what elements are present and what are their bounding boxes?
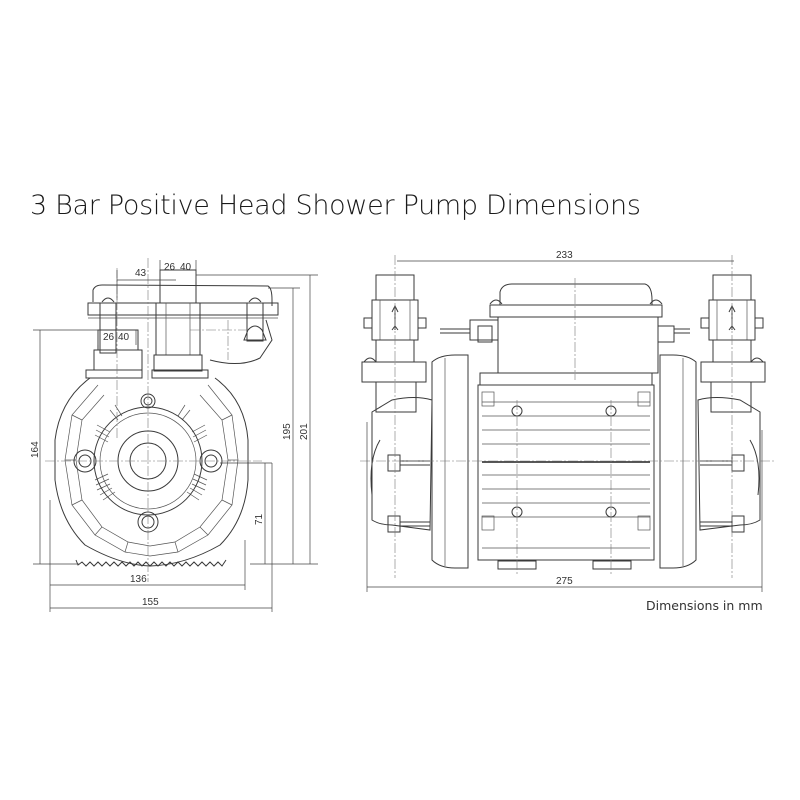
dim-top-26: 26: [164, 262, 176, 273]
end-view: [45, 258, 279, 582]
dim-side-40: 40: [118, 332, 130, 343]
dim-155: 155: [142, 597, 159, 608]
dim-201: 201: [299, 423, 310, 440]
dim-136: 136: [130, 574, 147, 585]
side-view: [360, 255, 775, 578]
dim-233: 233: [556, 250, 573, 261]
units-note: Dimensions in mm: [646, 598, 763, 613]
side-view-dimensions: 233 275: [366, 250, 763, 592]
dim-275: 275: [556, 576, 573, 587]
dim-164: 164: [30, 441, 41, 458]
dim-71: 71: [254, 513, 265, 525]
dim-43: 43: [135, 268, 147, 279]
end-view-dimensions: 43 26 40 26 40 164 195 201 71 136: [30, 260, 318, 612]
dim-top-40: 40: [180, 262, 192, 273]
diagram-title: 3 Bar Positive Head Shower Pump Dimensio…: [30, 190, 641, 221]
dim-195: 195: [282, 423, 293, 440]
dim-side-26: 26: [103, 332, 115, 343]
